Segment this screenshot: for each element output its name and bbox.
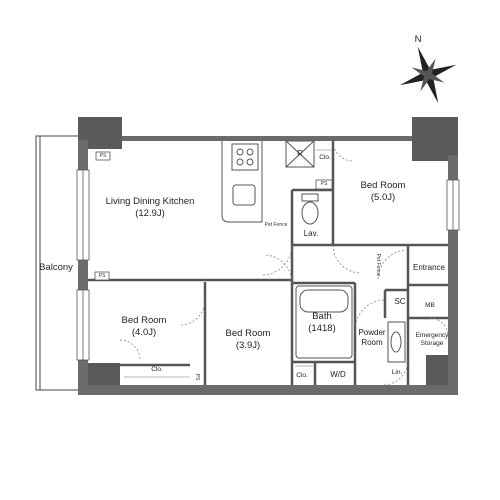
powder-room-label: Powder Room [358, 328, 385, 348]
refrigerator [285, 140, 315, 168]
bath-name: Bath [312, 311, 332, 323]
lav-label: Lav. [303, 229, 319, 238]
compass-north-label: N [414, 34, 422, 46]
kitchen-counter [221, 141, 263, 223]
bed-ne-name: Bed Room [360, 180, 406, 192]
bed-w-name: Bed Room [121, 315, 167, 327]
linen-label: Lin. [391, 368, 403, 376]
ps-left-label: PS [98, 272, 106, 279]
vanity-sink [387, 321, 406, 363]
balcony [35, 135, 78, 391]
refrigerator-label: R [297, 149, 303, 158]
door-swings [119, 140, 449, 386]
emergency-label-line1: Emergency [415, 331, 449, 339]
structural-columns [78, 117, 458, 395]
emergency-label-line2: Storage [420, 340, 444, 347]
closet-top-label: Clo. [319, 153, 331, 161]
bed-w-label: Bed Room (4.0J) [122, 315, 167, 339]
bed-ne-size: (5.0J) [370, 192, 396, 203]
ps-mid-label: PS [320, 180, 328, 187]
entrance-label: Entrance [412, 263, 446, 272]
pet-fence-kitchen-label: Pet Fence [264, 221, 288, 228]
closet-bed-label: Clo. [151, 365, 163, 373]
emergency-storage-label: Emergency Storage [416, 332, 449, 348]
pet-fence-hall-label: Pet Fence [375, 253, 382, 277]
sc-label: SC [394, 297, 406, 306]
windows [76, 169, 460, 361]
bed-w-size: (4.0J) [131, 327, 157, 338]
toilet [301, 193, 319, 225]
bed-s-label: Bed Room (3.9J) [226, 328, 271, 352]
ldk-size: (12.9J) [135, 208, 165, 219]
ps-bedroom-label: PS [194, 373, 201, 381]
bed-s-size: (3.9J) [235, 340, 261, 351]
bed-ne-label: Bed Room (5.0J) [361, 180, 406, 204]
powder-label-line1: Powder [358, 328, 386, 337]
bathtub [295, 285, 353, 359]
ps-boxes [94, 151, 333, 281]
bath-size: (1418) [308, 323, 336, 334]
closet-shelves [124, 149, 333, 378]
ps-top-left-label: PS [99, 152, 107, 159]
bath-label: Bath (1418) [308, 311, 335, 335]
closet-bath-label: Clo. [296, 371, 308, 379]
exterior-walls [78, 136, 458, 395]
balcony-label: Balcony [39, 262, 73, 274]
ldk-label: Living Dining Kitchen (12.9J) [106, 196, 195, 220]
ldk-name: Living Dining Kitchen [105, 196, 195, 208]
wd-label: W/D [330, 370, 346, 379]
powder-label-line2: Room [361, 338, 383, 347]
compass-rose-icon [399, 46, 457, 104]
bed-s-name: Bed Room [225, 328, 271, 340]
mb-label: MB [425, 301, 435, 309]
